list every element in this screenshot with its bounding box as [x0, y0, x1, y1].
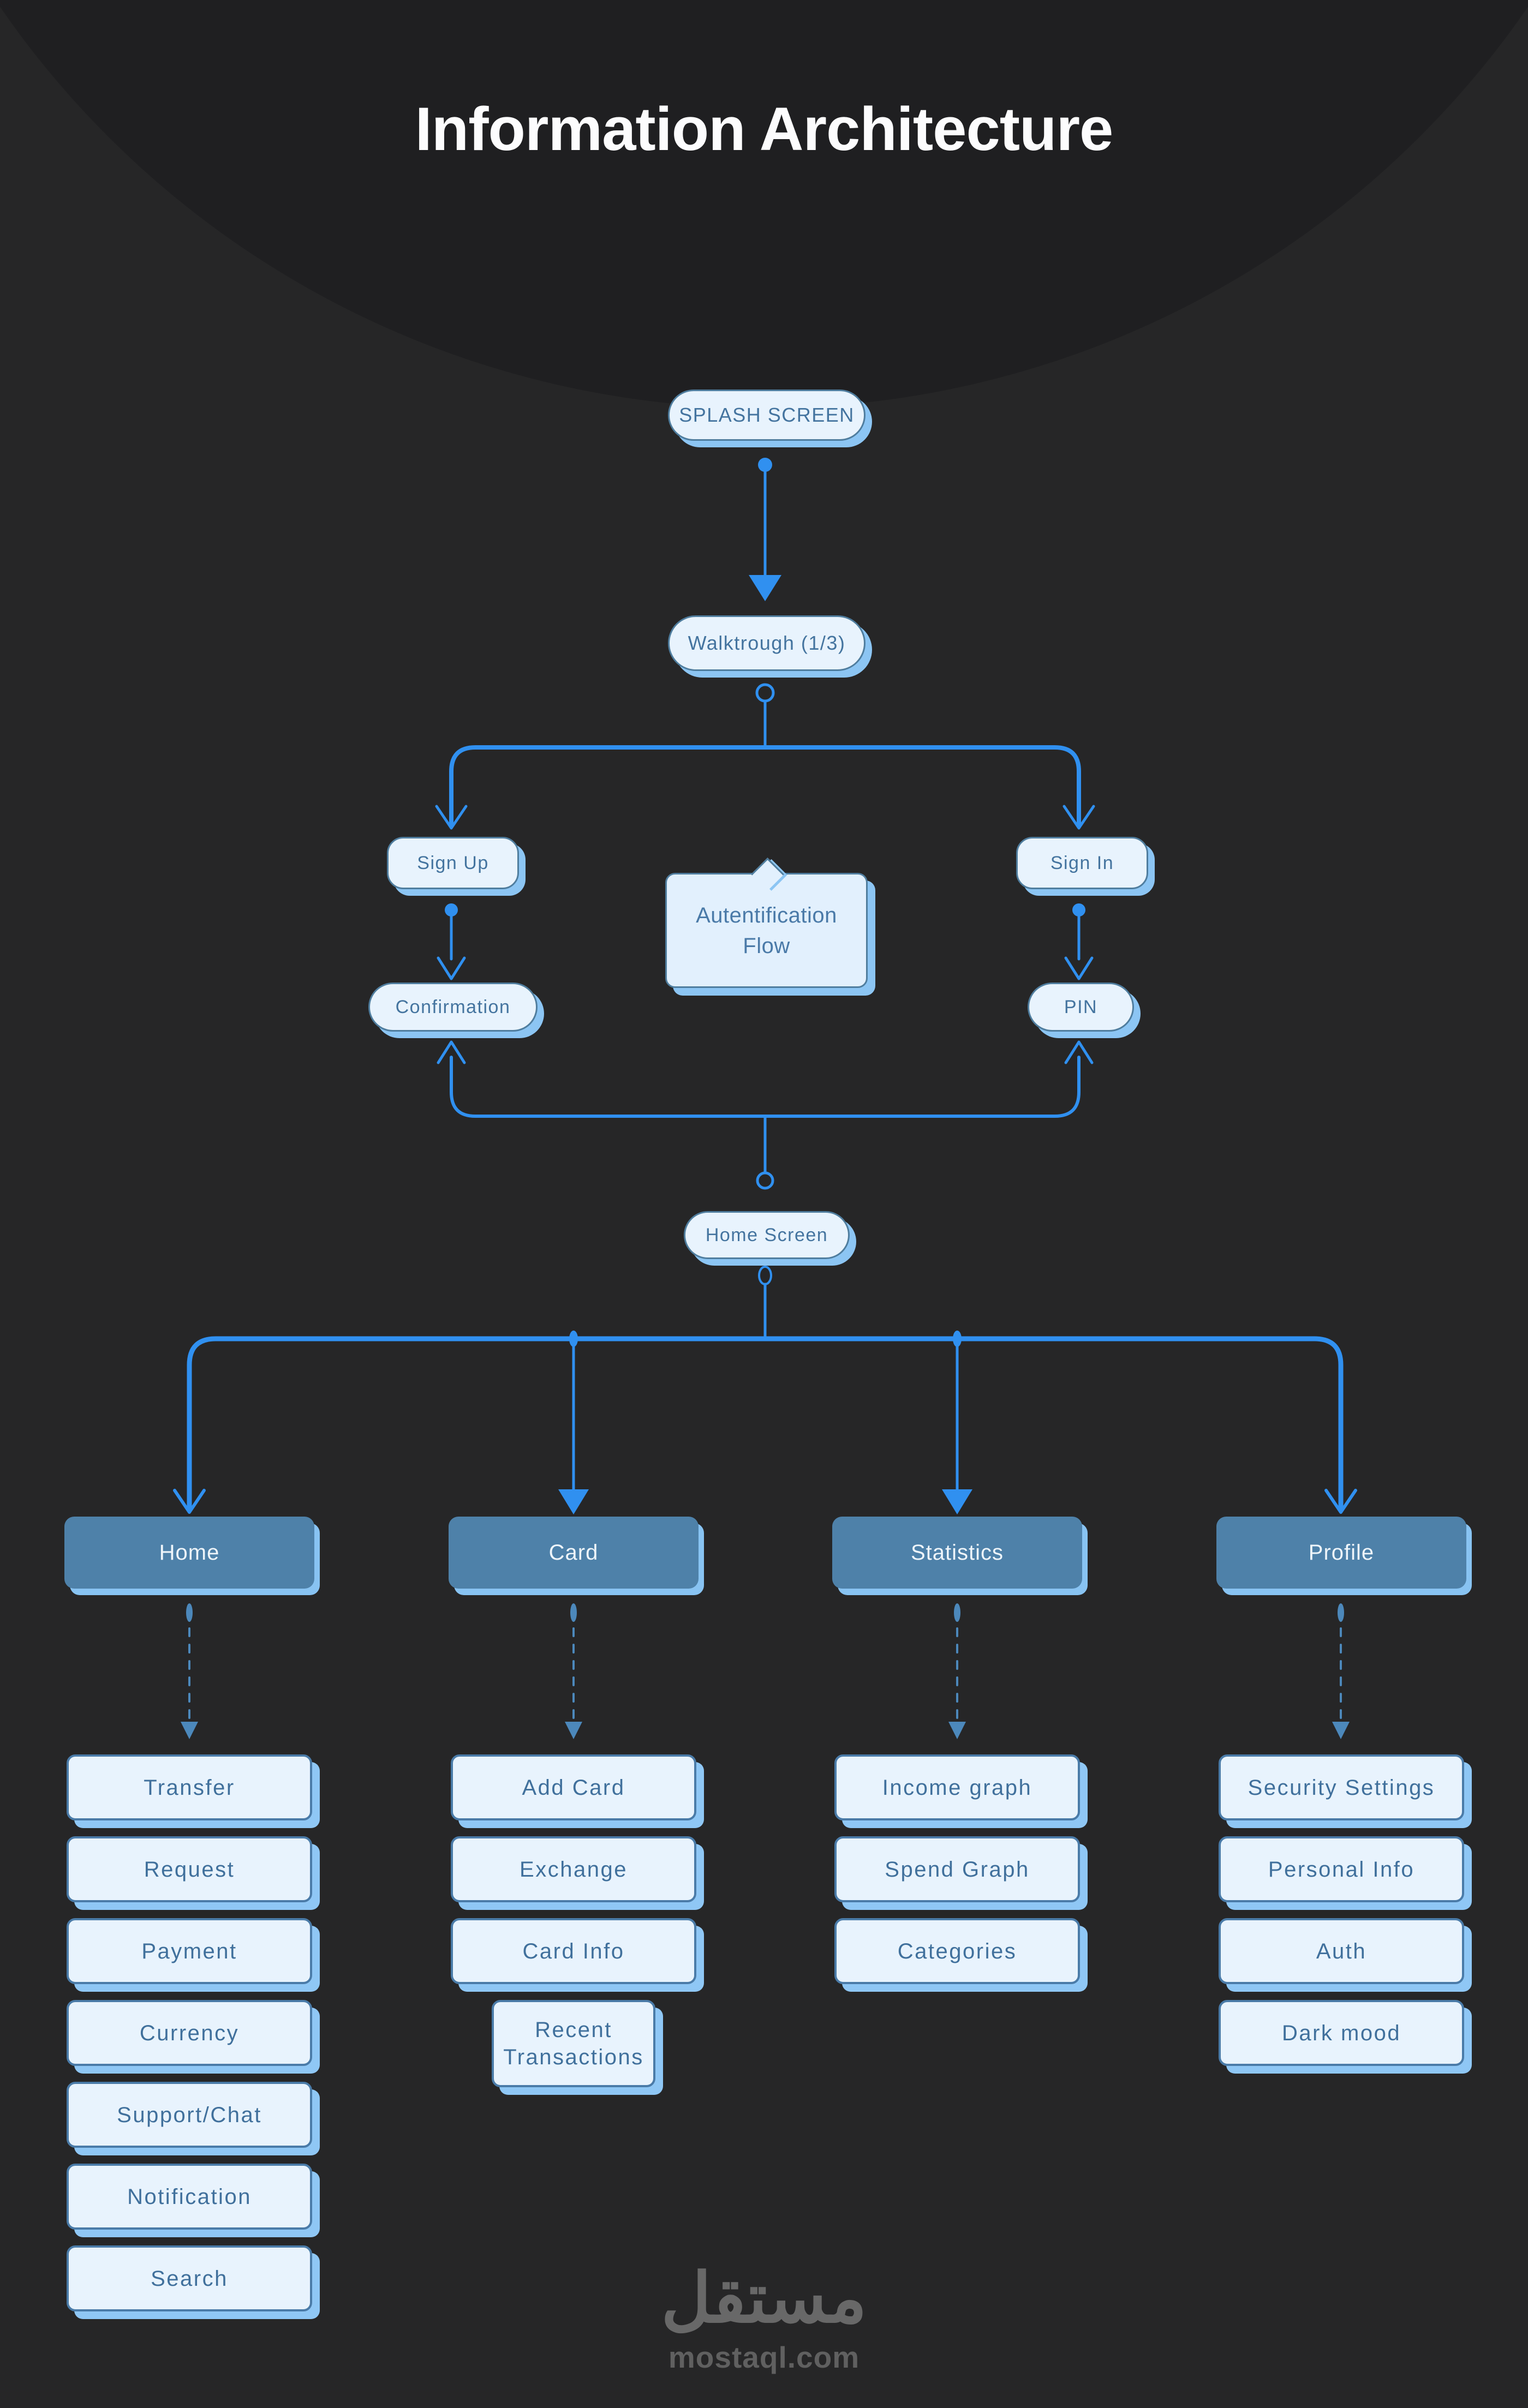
arrow-down-icon: [558, 1489, 589, 1514]
open-circle-connector: [755, 683, 775, 703]
dashed-connectors: [188, 1627, 1342, 1720]
node-label-line2: Flow: [743, 933, 790, 958]
node-label: Walktrough (1/3): [688, 632, 846, 654]
card-item-list: Add Card Exchange Card Info Recent Trans…: [451, 1754, 696, 2087]
list-item: Support/Chat: [67, 2082, 312, 2148]
section-header-card: Card: [449, 1517, 699, 1589]
home-item-list: Transfer Request Payment Currency Suppor…: [67, 1754, 312, 2311]
list-item: Payment: [67, 1918, 312, 1984]
section-label: Profile: [1308, 1540, 1375, 1565]
section-label: Card: [548, 1540, 599, 1565]
arrow-down-icon: [181, 1722, 198, 1739]
node-confirmation: Confirmation: [368, 983, 538, 1032]
flow-dots-and-arrowheads: [445, 458, 1085, 1514]
list-item: Notification: [67, 2164, 312, 2230]
open-circle-connector: [756, 1171, 774, 1190]
node-label: PIN: [1064, 996, 1098, 1017]
list-item: Transfer: [67, 1754, 312, 1820]
list-item: Spend Graph: [834, 1836, 1080, 1902]
list-item: Dark mood: [1219, 2000, 1464, 2066]
node-pin: PIN: [1028, 983, 1134, 1032]
list-item: Search: [67, 2245, 312, 2311]
list-item: Recent Transactions: [492, 2000, 655, 2087]
section-header-home: Home: [64, 1517, 314, 1589]
arrow-down-icon: [565, 1722, 582, 1739]
node-label: Home Screen: [705, 1224, 828, 1245]
arrow-down-icon: [948, 1722, 966, 1739]
list-item: Security Settings: [1219, 1754, 1464, 1820]
page-title: Information Architecture: [415, 95, 1114, 163]
node-label: Sign In: [1050, 852, 1114, 873]
list-item: Add Card: [451, 1754, 696, 1820]
section-label: Statistics: [910, 1540, 1004, 1565]
flow-connectors: [173, 463, 1357, 1514]
statistics-item-list: Income graph Spend Graph Categories: [834, 1754, 1080, 1984]
list-item: Card Info: [451, 1918, 696, 1984]
open-ellipse-connector: [758, 1266, 772, 1285]
node-authentication-flow: Autentification Flow: [665, 858, 868, 988]
node-label: Confirmation: [395, 996, 511, 1017]
arrow-down-icon: [1332, 1722, 1350, 1739]
node-label: Sign Up: [417, 852, 489, 873]
node-walkthrough: Walktrough (1/3): [668, 615, 866, 671]
section-header-profile: Profile: [1216, 1517, 1466, 1589]
list-item: Request: [67, 1836, 312, 1902]
list-item: Personal Info: [1219, 1836, 1464, 1902]
mostaql-logo: مستقل mostaql.com: [0, 2264, 1528, 2373]
node-label-line1: Autentification: [696, 903, 837, 927]
list-item: Currency: [67, 2000, 312, 2066]
mostaql-domain-text: mostaql.com: [668, 2340, 860, 2374]
section-label: Home: [159, 1540, 220, 1565]
list-item: Auth: [1219, 1918, 1464, 1984]
node-sign-in: Sign In: [1016, 837, 1148, 889]
list-item: Exchange: [451, 1836, 696, 1902]
node-home-screen: Home Screen: [684, 1211, 850, 1259]
node-sign-up: Sign Up: [387, 837, 519, 889]
section-header-statistics: Statistics: [832, 1517, 1082, 1589]
arrow-down-icon: [942, 1489, 972, 1514]
node-label: SPLASH SCREEN: [679, 404, 855, 426]
dashed-dots-and-arrowheads: [181, 1603, 1350, 1739]
mostaql-arabic-wordmark: مستقل: [661, 2260, 867, 2337]
arrow-down-icon: [749, 575, 781, 601]
node-splash-screen: SPLASH SCREEN: [668, 390, 866, 441]
list-item: Income graph: [834, 1754, 1080, 1820]
profile-item-list: Security Settings Personal Info Auth Dar…: [1219, 1754, 1464, 2066]
list-item: Categories: [834, 1918, 1080, 1984]
